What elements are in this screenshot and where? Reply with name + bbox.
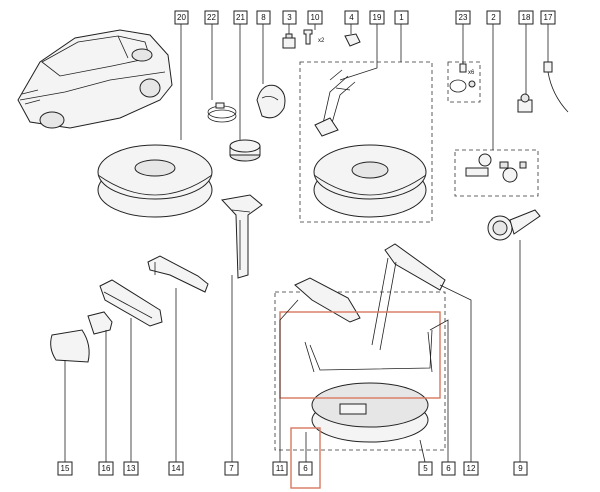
- callout-8: 8: [256, 10, 271, 25]
- svg-text:12: 12: [467, 464, 476, 473]
- assembly-outline-lower: [274, 291, 446, 451]
- support-bracket-14: [147, 255, 209, 293]
- callout-18: 18: [518, 10, 534, 25]
- qty-annotation-x2: x2: [318, 38, 325, 44]
- assembly-outline-23: [447, 61, 481, 103]
- svg-text:8: 8: [261, 13, 266, 22]
- hose-clamp: [207, 102, 237, 123]
- callout-6: 6: [298, 461, 313, 476]
- vehicle-illustration: [17, 29, 173, 129]
- svg-text:6: 6: [303, 464, 308, 473]
- callout-10: 10: [307, 10, 323, 25]
- gauge-unit-9: [487, 209, 541, 241]
- tank-tray-5: [311, 382, 429, 443]
- mounting-plate-13: [99, 279, 163, 327]
- callout-22: 22: [204, 10, 219, 25]
- filler-pipe: [314, 69, 356, 137]
- svg-text:18: 18: [522, 13, 531, 22]
- fuel-tank-location-mark: [131, 48, 153, 62]
- lpg-tank-left: [97, 144, 213, 218]
- qty-annotation-x6: x6: [468, 70, 475, 76]
- svg-text:19: 19: [373, 13, 382, 22]
- callout-2: 2: [486, 10, 501, 25]
- lpg-tank-right: [313, 144, 427, 218]
- callout-5: 5: [418, 461, 433, 476]
- sensor-wire-17: [543, 40, 569, 113]
- highlight-label-6: [290, 427, 321, 489]
- protective-cover: [256, 84, 286, 119]
- svg-text:21: 21: [236, 13, 245, 22]
- assembly-outline-1: [299, 61, 433, 223]
- svg-text:22: 22: [207, 13, 216, 22]
- round-cap: [229, 139, 261, 162]
- callout-3: 3: [282, 10, 297, 25]
- callout-17: 17: [540, 10, 556, 25]
- callout-9: 9: [513, 461, 528, 476]
- fastener-set-23: x6: [449, 63, 476, 93]
- callout-16: 16: [98, 461, 114, 476]
- pad-15: [50, 329, 90, 363]
- svg-text:11: 11: [276, 464, 285, 473]
- svg-text:13: 13: [127, 464, 136, 473]
- svg-text:15: 15: [61, 464, 70, 473]
- callout-6b: 6: [441, 461, 456, 476]
- callout-20: 20: [174, 10, 189, 25]
- callout-15: 15: [57, 461, 73, 476]
- callout-14: 14: [168, 461, 184, 476]
- svg-text:3: 3: [287, 13, 292, 22]
- callout-23: 23: [455, 10, 471, 25]
- svg-text:10: 10: [311, 13, 320, 22]
- callout-19: 19: [369, 10, 385, 25]
- svg-text:6: 6: [446, 464, 451, 473]
- callout-11: 11: [272, 461, 288, 476]
- svg-text:20: 20: [177, 13, 186, 22]
- callout-13: 13: [123, 461, 139, 476]
- multivalve-kit: [465, 153, 527, 183]
- callout-7: 7: [224, 461, 239, 476]
- svg-text:1: 1: [399, 13, 404, 22]
- svg-text:5: 5: [423, 464, 428, 473]
- svg-text:9: 9: [518, 464, 523, 473]
- nut-4: [344, 33, 361, 47]
- callout-12: 12: [463, 461, 479, 476]
- small-bracket-16: [87, 311, 113, 335]
- leader-lines: [64, 24, 549, 463]
- connector-18: [517, 93, 533, 113]
- tank-frame: [294, 243, 446, 373]
- callout-4: 4: [344, 10, 359, 25]
- svg-text:4: 4: [349, 13, 354, 22]
- svg-text:14: 14: [172, 464, 181, 473]
- svg-text:16: 16: [102, 464, 111, 473]
- svg-text:23: 23: [459, 13, 468, 22]
- svg-text:7: 7: [229, 464, 234, 473]
- svg-text:2: 2: [491, 13, 496, 22]
- callout-21: 21: [233, 10, 248, 25]
- valve-3: [282, 33, 296, 49]
- assembly-outline-2: [454, 149, 539, 197]
- vertical-bracket: [221, 194, 263, 279]
- screws-10: x2: [303, 29, 325, 45]
- svg-text:17: 17: [544, 13, 553, 22]
- callout-1: 1: [394, 10, 409, 25]
